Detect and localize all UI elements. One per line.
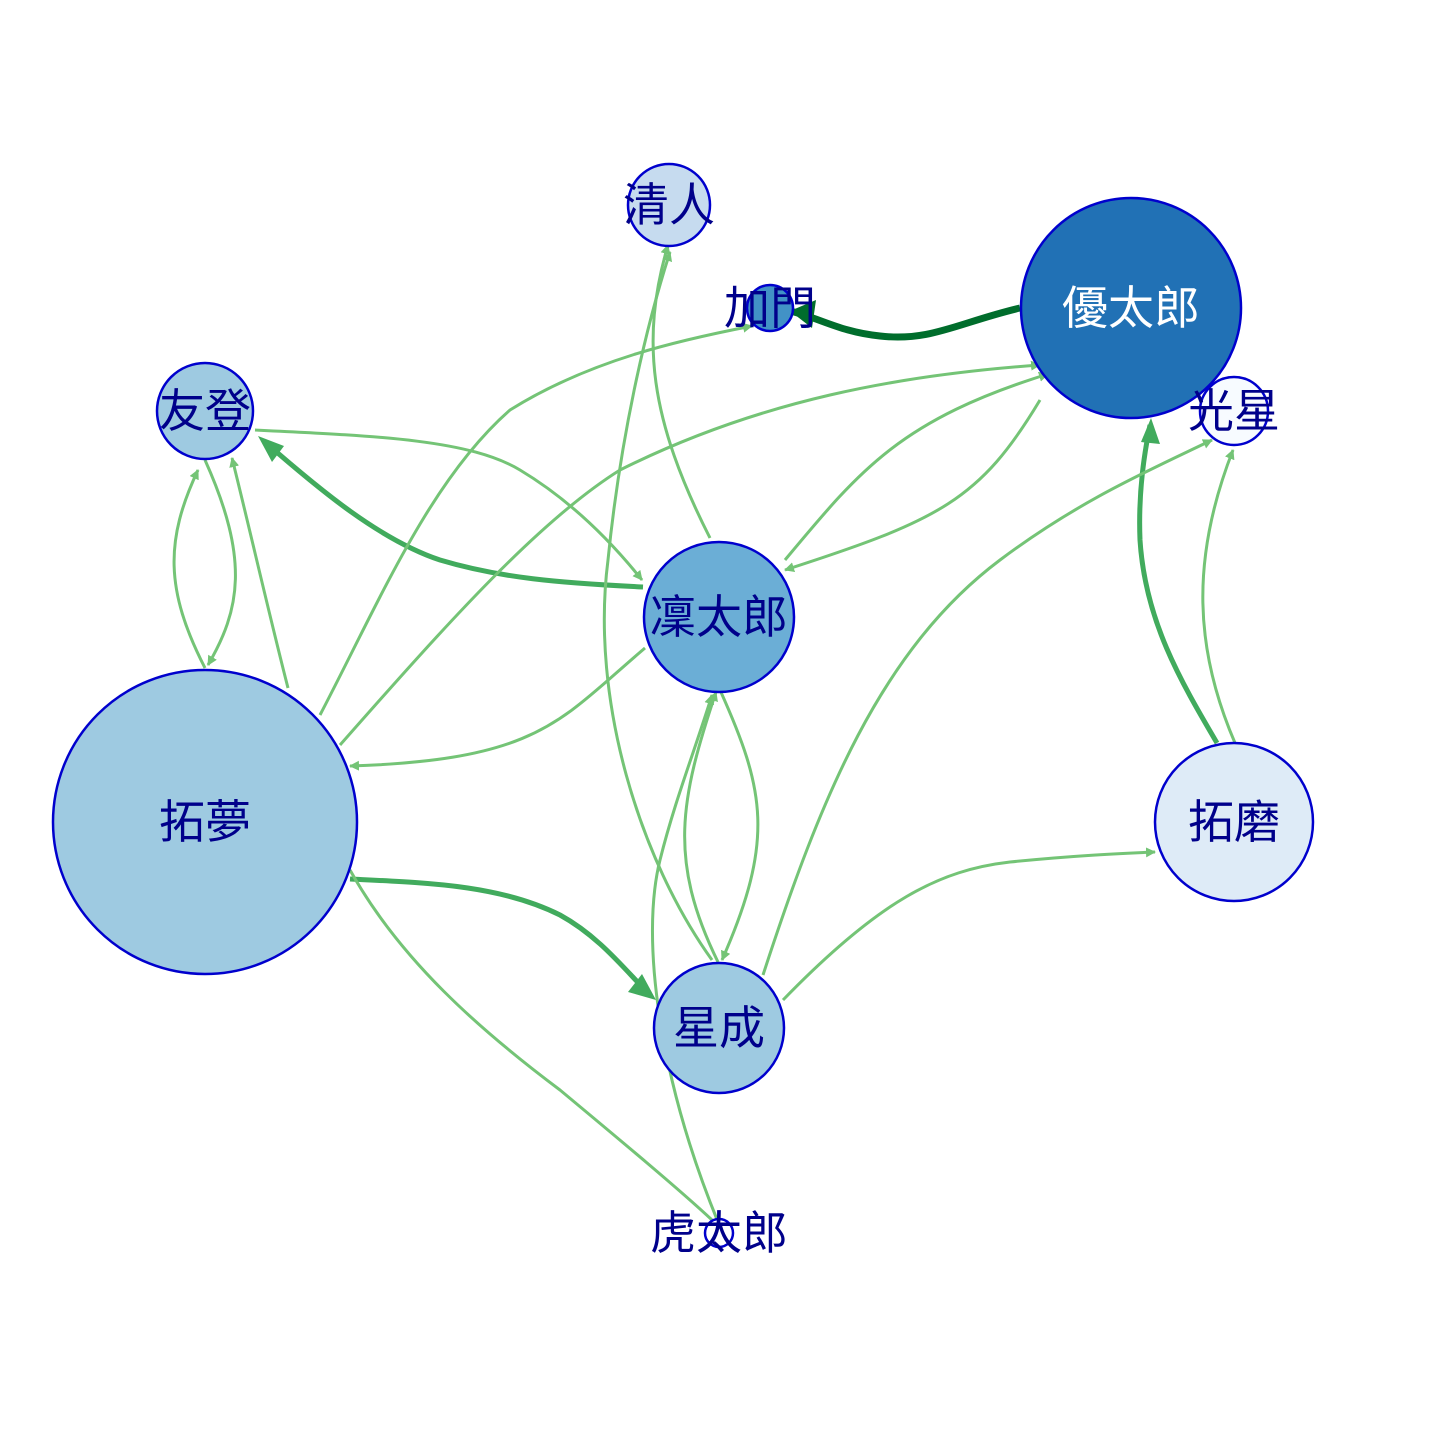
node-tomoto[interactable] [155,361,255,461]
arrowhead [628,974,656,1000]
edge-seisei-kiyoto [602,251,714,961]
edge-tomoto-rintaro [254,428,644,581]
edge-rintaro-takumu [349,646,646,771]
edge-takumu-tomoto-a [172,469,207,669]
node-kotaro[interactable] [703,1217,735,1249]
edge-seisei-kosei [761,438,1213,976]
label-kiyoto: 清人 [623,178,715,232]
label-kamon: 加門 [724,281,816,335]
label-takuma: 拓磨 [1188,795,1280,849]
edge-kotaro-rintaro [650,694,720,1223]
edge-yutaro-kamon [789,304,1021,341]
edge-yutaro-rintaro [784,399,1042,572]
label-rintaro: 凜太郎 [650,590,788,644]
nodes-layer: 優太郎 拓夢 凜太郎 清人 加門 友登 光星 星成 拓磨 虎太郎 [51,162,1315,1260]
edge-takumu-tomoto-b [229,457,290,689]
label-takumu: 拓夢 [159,795,251,849]
edge-takuma-kosei [1201,449,1237,744]
node-kiyoto[interactable] [626,162,712,248]
arrowhead [1141,418,1160,444]
node-yutaro[interactable] [1019,196,1243,420]
arrowhead [790,300,816,328]
edge-rintaro-seisei [718,689,760,961]
edge-takumu-kotaro [348,869,714,1222]
edge-rintaro-kiyoto [651,244,712,539]
label-seisei: 星成 [673,1001,765,1055]
arrowhead [258,436,284,462]
node-kosei[interactable] [1198,375,1270,447]
node-rintaro[interactable] [642,540,796,694]
edge-tomoto-takumu [203,459,237,666]
label-kosei: 光星 [1188,384,1280,438]
edge-takuma-yutaro [1137,424,1220,745]
label-kotaro: 虎太郎 [650,1206,788,1260]
edge-rintaro-tomoto [263,440,644,590]
edge-takumu-seisei [349,876,652,997]
edge-seisei-takuma [781,847,1156,1002]
edge-rintaro-yutaro [783,371,1049,561]
node-seisei[interactable] [652,961,786,1095]
label-tomoto: 友登 [159,384,251,438]
edge-takumu-kamon [318,322,753,716]
edge-seisei-rintaro [683,691,720,963]
edges-layer [172,244,1237,1223]
label-yutaro: 優太郎 [1062,281,1200,335]
node-takuma[interactable] [1153,741,1315,903]
node-takumu[interactable] [51,668,359,976]
node-kamon[interactable] [745,283,795,333]
